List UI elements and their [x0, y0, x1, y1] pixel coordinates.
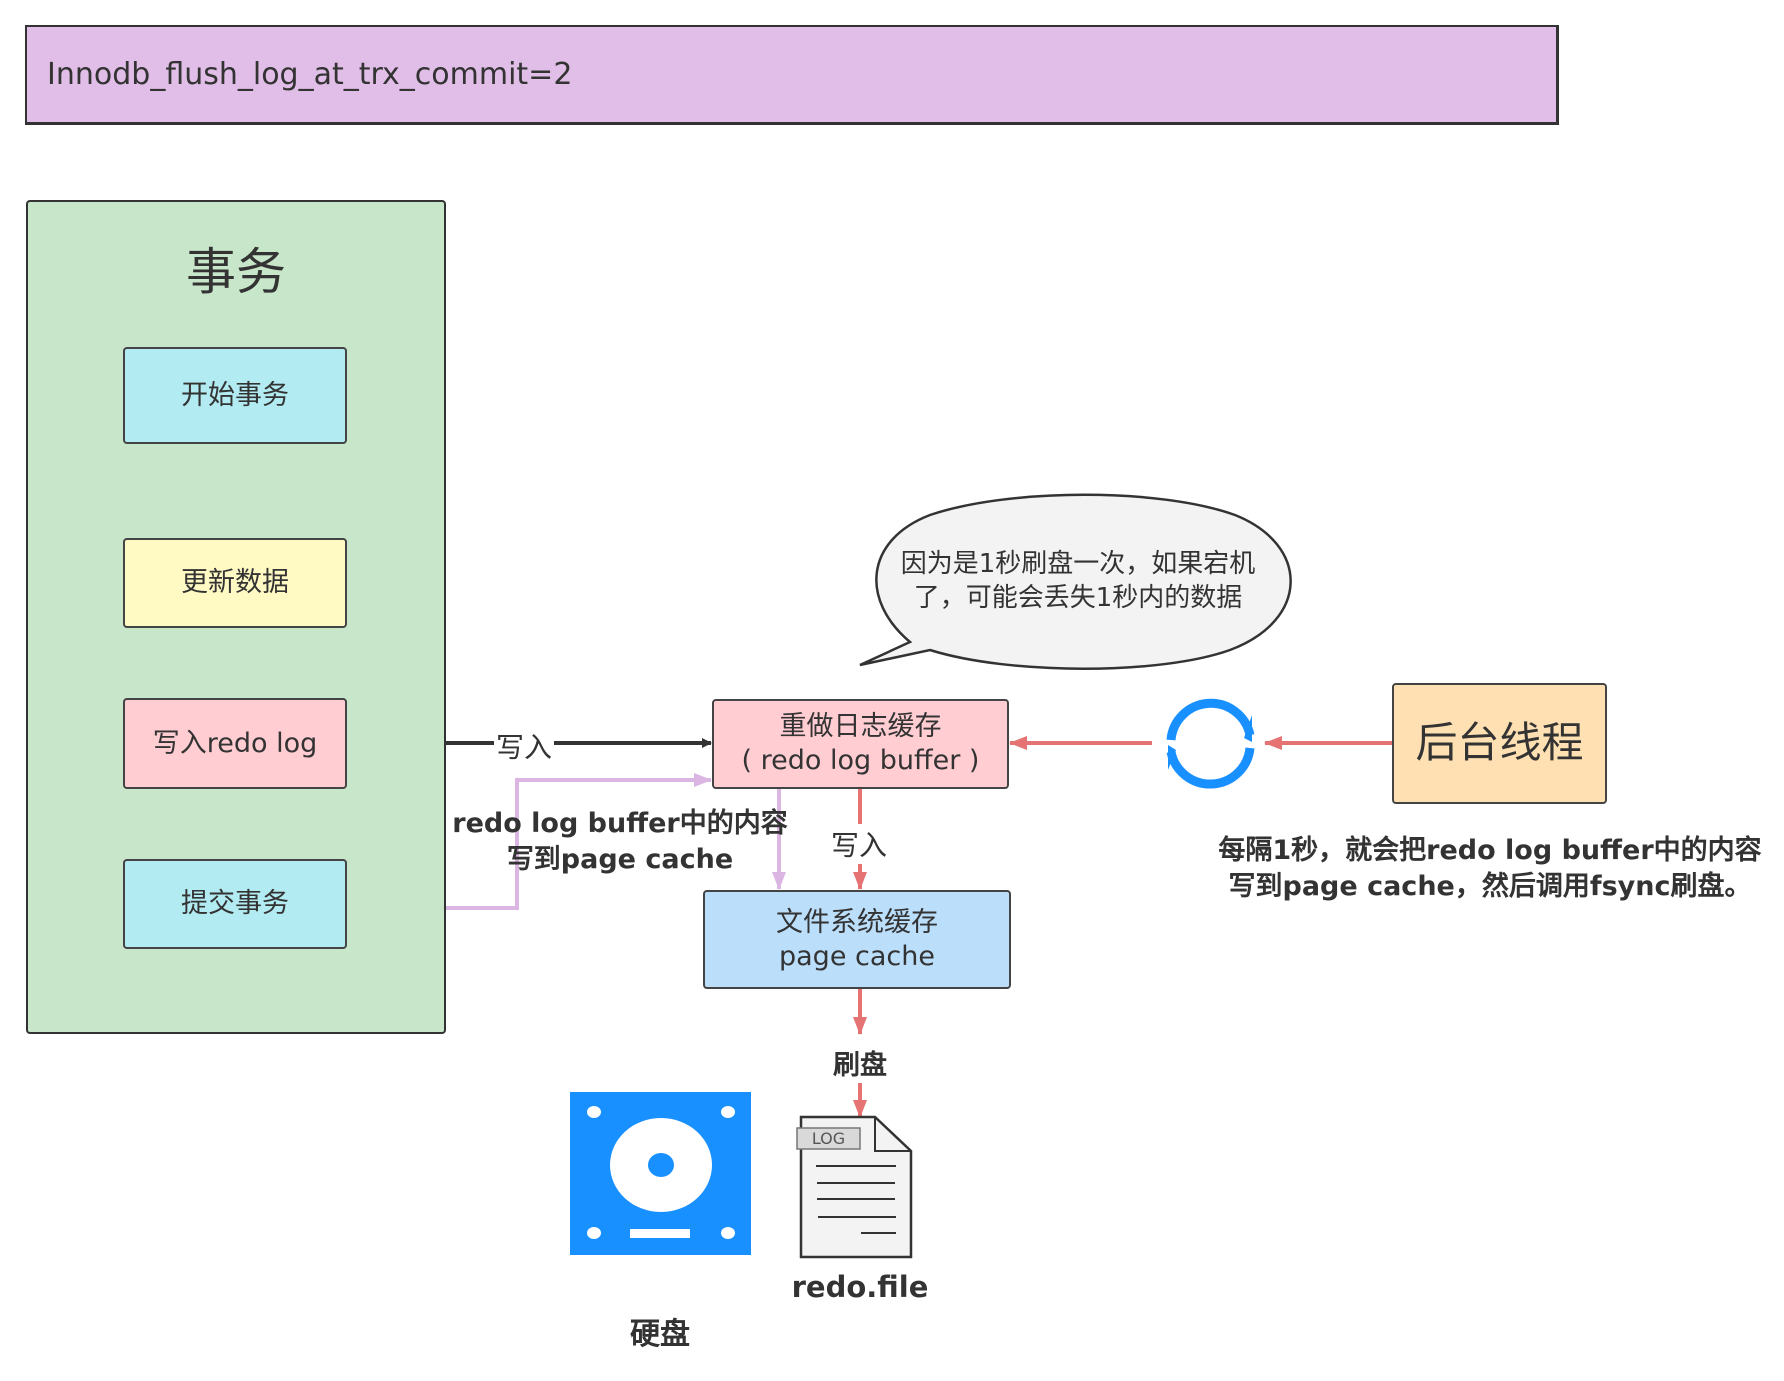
transaction-panel-title: 事务	[186, 243, 286, 301]
step-label: 开始事务	[181, 379, 289, 411]
thread-note-line1: 每隔1秒，就会把redo log buffer中的内容	[1218, 835, 1762, 866]
log-file-tag: LOG	[811, 1129, 846, 1148]
log-file-label: redo.file	[791, 1270, 929, 1304]
config-header: Innodb_flush_log_at_trx_commit=2	[25, 25, 1559, 125]
config-title: Innodb_flush_log_at_trx_commit=2	[47, 57, 573, 92]
edge-label-flush: 刷盘	[833, 1050, 887, 1081]
speech-bubble-line1: 因为是1秒刷盘一次，如果宕机	[900, 549, 1256, 579]
commit-note-line2: 写到page cache	[506, 844, 734, 876]
redo-log-buffer-node[interactable]: 重做日志缓存 ( redo log buffer )	[712, 699, 1009, 789]
step-start-transaction[interactable]: 开始事务	[123, 347, 347, 444]
background-thread-label: 后台线程	[1415, 718, 1584, 768]
commit-note-line1: redo log buffer中的内容	[452, 808, 788, 839]
step-write-redo-log[interactable]: 写入redo log	[123, 698, 347, 789]
speech-bubble-text: 因为是1秒刷盘一次，如果宕机 了，可能会丢失1秒内的数据	[868, 548, 1288, 616]
hard-disk-icon	[570, 1092, 751, 1255]
thread-note-line2: 写到page cache，然后调用fsync刷盘。	[1228, 871, 1752, 903]
speech-bubble-line2: 了，可能会丢失1秒内的数据	[913, 582, 1243, 613]
step-label: 提交事务	[181, 888, 289, 920]
page-cache-title: 文件系统缓存	[776, 906, 938, 938]
edge-label-write-to-buffer: 写入	[494, 726, 555, 766]
step-commit-transaction[interactable]: 提交事务	[123, 859, 347, 949]
page-cache-node[interactable]: 文件系统缓存 page cache	[703, 890, 1011, 989]
sync-icon	[1166, 698, 1255, 789]
commit-note: redo log buffer中的内容 写到page cache	[440, 806, 800, 879]
disk-label: 硬盘	[630, 1317, 690, 1352]
redo-log-buffer-subtitle: ( redo log buffer )	[741, 745, 980, 776]
log-file-icon	[796, 1115, 913, 1259]
step-label: 写入redo log	[152, 727, 318, 759]
step-label: 更新数据	[181, 567, 289, 599]
redo-log-buffer-title: 重做日志缓存	[779, 711, 942, 743]
speech-bubble	[859, 493, 1292, 670]
step-update-data[interactable]: 更新数据	[123, 538, 347, 628]
thread-note: 每隔1秒，就会把redo log buffer中的内容 写到page cache…	[1200, 833, 1780, 906]
background-thread-node[interactable]: 后台线程	[1392, 683, 1607, 804]
page-cache-subtitle: page cache	[779, 940, 935, 972]
edge-label-buffer-to-cache: 写入	[829, 824, 890, 864]
